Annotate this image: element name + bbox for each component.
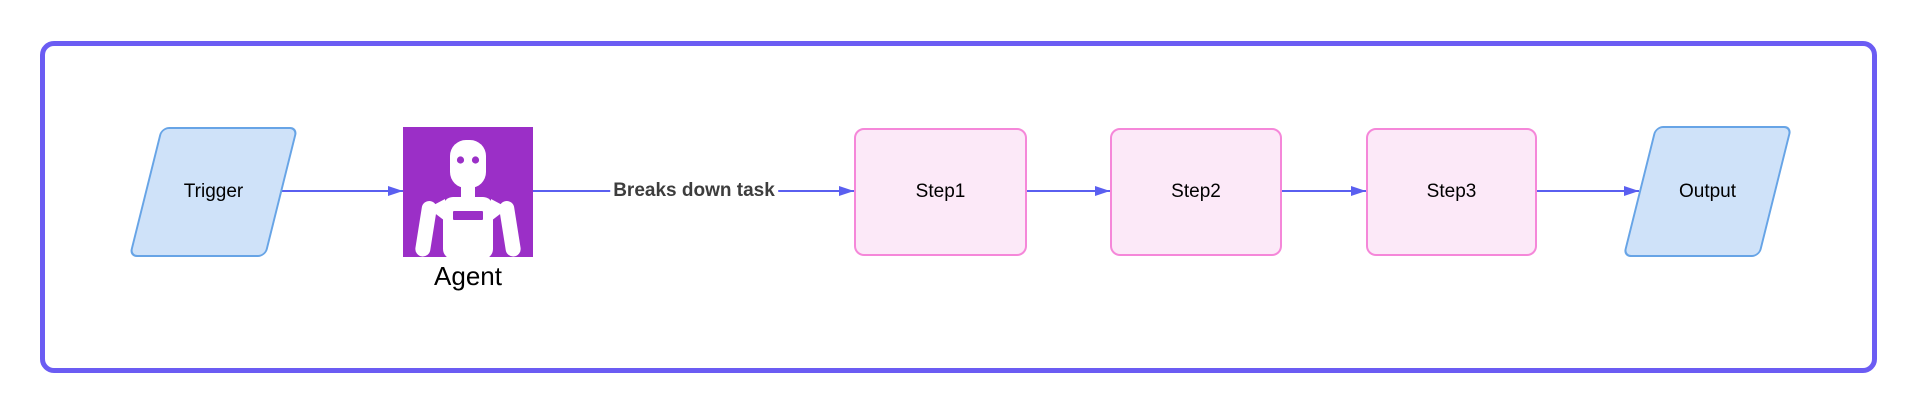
step3-label: Step3 <box>1426 181 1477 202</box>
agent-node[interactable] <box>403 127 533 257</box>
output-node[interactable]: Output <box>1622 126 1793 257</box>
trigger-label: Trigger <box>183 181 244 202</box>
output-label: Output <box>1678 180 1737 202</box>
step1-label: Step1 <box>915 181 966 202</box>
robot-icon <box>415 140 521 257</box>
step1-node[interactable]: Step1 <box>854 128 1027 256</box>
step2-label: Step2 <box>1171 181 1221 202</box>
trigger-node[interactable]: Trigger <box>128 127 299 257</box>
step2-node[interactable]: Step2 <box>1110 128 1282 256</box>
container-frame[interactable] <box>40 41 1877 373</box>
edge-label-breaks-down-task: Breaks down task <box>610 178 778 204</box>
agent-label: Agent <box>434 261 502 291</box>
step3-node[interactable]: Step3 <box>1366 128 1537 256</box>
